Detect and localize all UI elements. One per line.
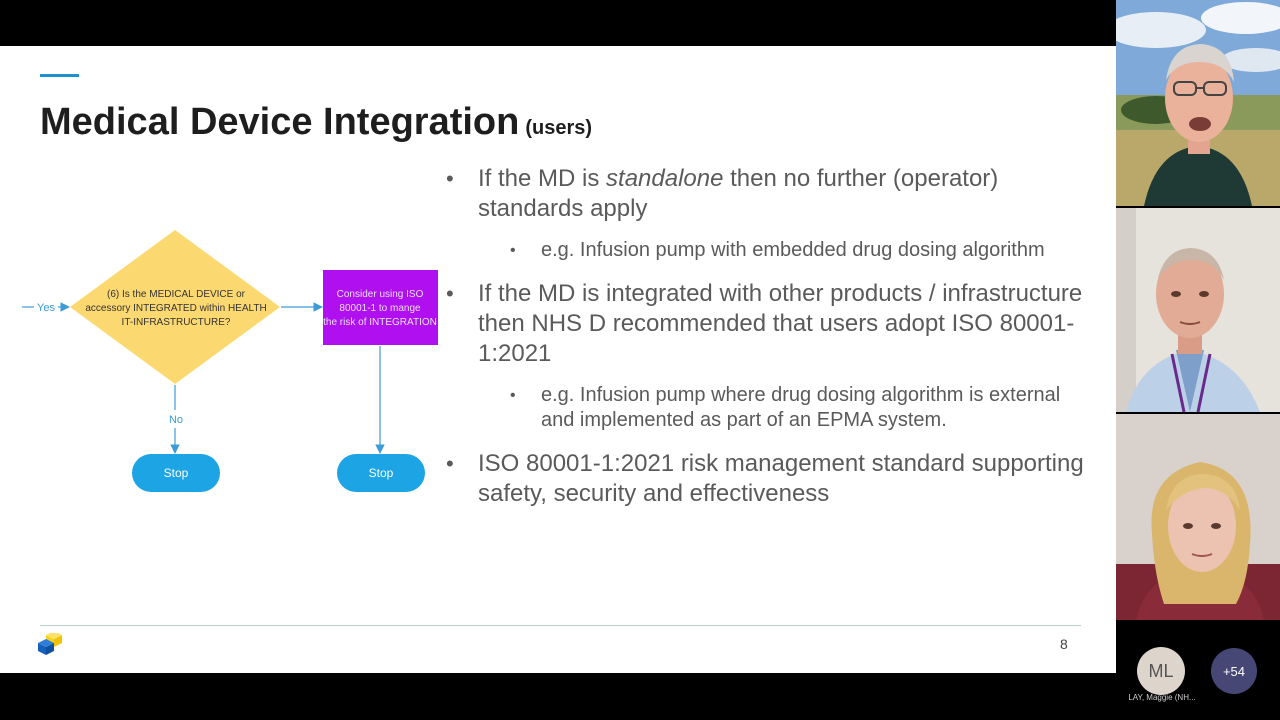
action-text-line-2: 80001-1 to mange xyxy=(339,303,421,314)
slide-title-text: Medical Device Integration xyxy=(40,101,520,143)
bullet-standalone-emphasis: standalone xyxy=(606,165,724,192)
slide-title-suffix: (users) xyxy=(525,117,593,139)
presentation-slide: Medical Device Integration(users) Yes (6… xyxy=(0,46,1116,673)
participant-avatar[interactable]: ML xyxy=(1137,647,1185,695)
bullet-iso-text: ISO 80001-1:2021 risk management standar… xyxy=(478,450,1084,507)
sub-bullet-embedded-text: e.g. Infusion pump with embedded drug do… xyxy=(541,239,1045,261)
decision-text-line-2: accessory INTEGRATED within HEALTH xyxy=(85,303,266,314)
sub-bullet-external-example: • e.g. Infusion pump where drug dosing a… xyxy=(510,384,1061,431)
stop-node-right xyxy=(337,454,425,492)
participant-video-tile-2[interactable] xyxy=(1116,208,1280,412)
slide-page-number: 8 xyxy=(1060,636,1068,652)
participant-video-tile-1[interactable] xyxy=(1116,0,1280,206)
bullet-standalone-before: If the MD is xyxy=(478,165,607,192)
organisation-logo-icon xyxy=(38,633,62,655)
stop-right-label: Stop xyxy=(369,466,394,480)
bullet-iso-standard: • ISO 80001-1:2021 risk management stand… xyxy=(446,450,1084,507)
no-label: No xyxy=(169,414,183,426)
decision-text-line-3: IT-INFRASTRUCTURE? xyxy=(122,317,231,328)
slide-title: Medical Device Integration(users) xyxy=(40,101,592,144)
participant-initials: ML xyxy=(1148,660,1174,681)
decision-node xyxy=(70,230,280,384)
stop-left-label: Stop xyxy=(164,466,189,480)
title-accent-line xyxy=(40,74,79,77)
participant-video-panel: ML LAY, Maggie (NH... +54 xyxy=(1116,0,1280,720)
integration-flowchart: Yes (6) Is the MEDICAL DEVICE or accesso… xyxy=(22,230,438,492)
bullet-integrated: • If the MD is integrated with other pro… xyxy=(446,280,1083,367)
decision-text-line-1: (6) Is the MEDICAL DEVICE or xyxy=(107,289,246,300)
sub-bullet-embedded-example: • e.g. Infusion pump with embedded drug … xyxy=(510,239,1045,261)
yes-label: Yes xyxy=(37,302,55,314)
bullet-standalone-after: then no further (operator) standards app… xyxy=(478,165,999,222)
participant-video-tile-3[interactable] xyxy=(1116,414,1280,620)
more-participants-count: +54 xyxy=(1222,663,1246,679)
stop-node-left xyxy=(132,454,220,492)
action-text-line-1: Consider using ISO xyxy=(337,289,424,300)
footer-divider xyxy=(40,625,1081,626)
bullet-standalone: • If the MD is standalone then no furthe… xyxy=(446,165,999,222)
participant-name-label: LAY, Maggie (NH... xyxy=(1128,693,1196,702)
bullet-integrated-text: If the MD is integrated with other produ… xyxy=(478,280,1083,367)
more-participants-button[interactable]: +54 xyxy=(1211,648,1257,694)
bullet-list: • If the MD is standalone then no furthe… xyxy=(446,164,1086,527)
action-node xyxy=(323,270,438,345)
action-text-line-3: the risk of INTEGRATION xyxy=(323,317,437,328)
sub-bullet-external-text: e.g. Infusion pump where drug dosing alg… xyxy=(541,384,1061,431)
